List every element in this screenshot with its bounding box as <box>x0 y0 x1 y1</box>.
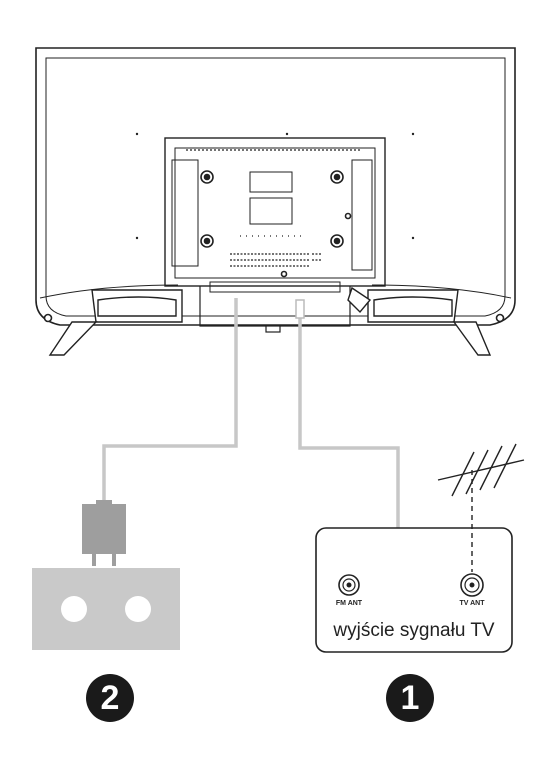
antenna-panel-caption: wyjście sygnału TV <box>316 620 512 642</box>
tv-back-panel <box>36 48 515 326</box>
antenna-plug-top <box>296 300 304 318</box>
step-2-badge: 2 <box>86 674 134 722</box>
wall-socket <box>32 568 180 650</box>
step-1-badge: 1 <box>386 674 434 722</box>
fm-ant-label: FM ANT <box>329 600 369 607</box>
power-plug <box>82 500 126 566</box>
tv-stand-right <box>348 288 490 355</box>
tv-center-foot <box>266 326 280 332</box>
tv-vents <box>186 150 360 266</box>
tv-ant-label: TV ANT <box>452 600 492 607</box>
power-cable <box>104 298 236 500</box>
tv-stand-left <box>50 290 182 355</box>
